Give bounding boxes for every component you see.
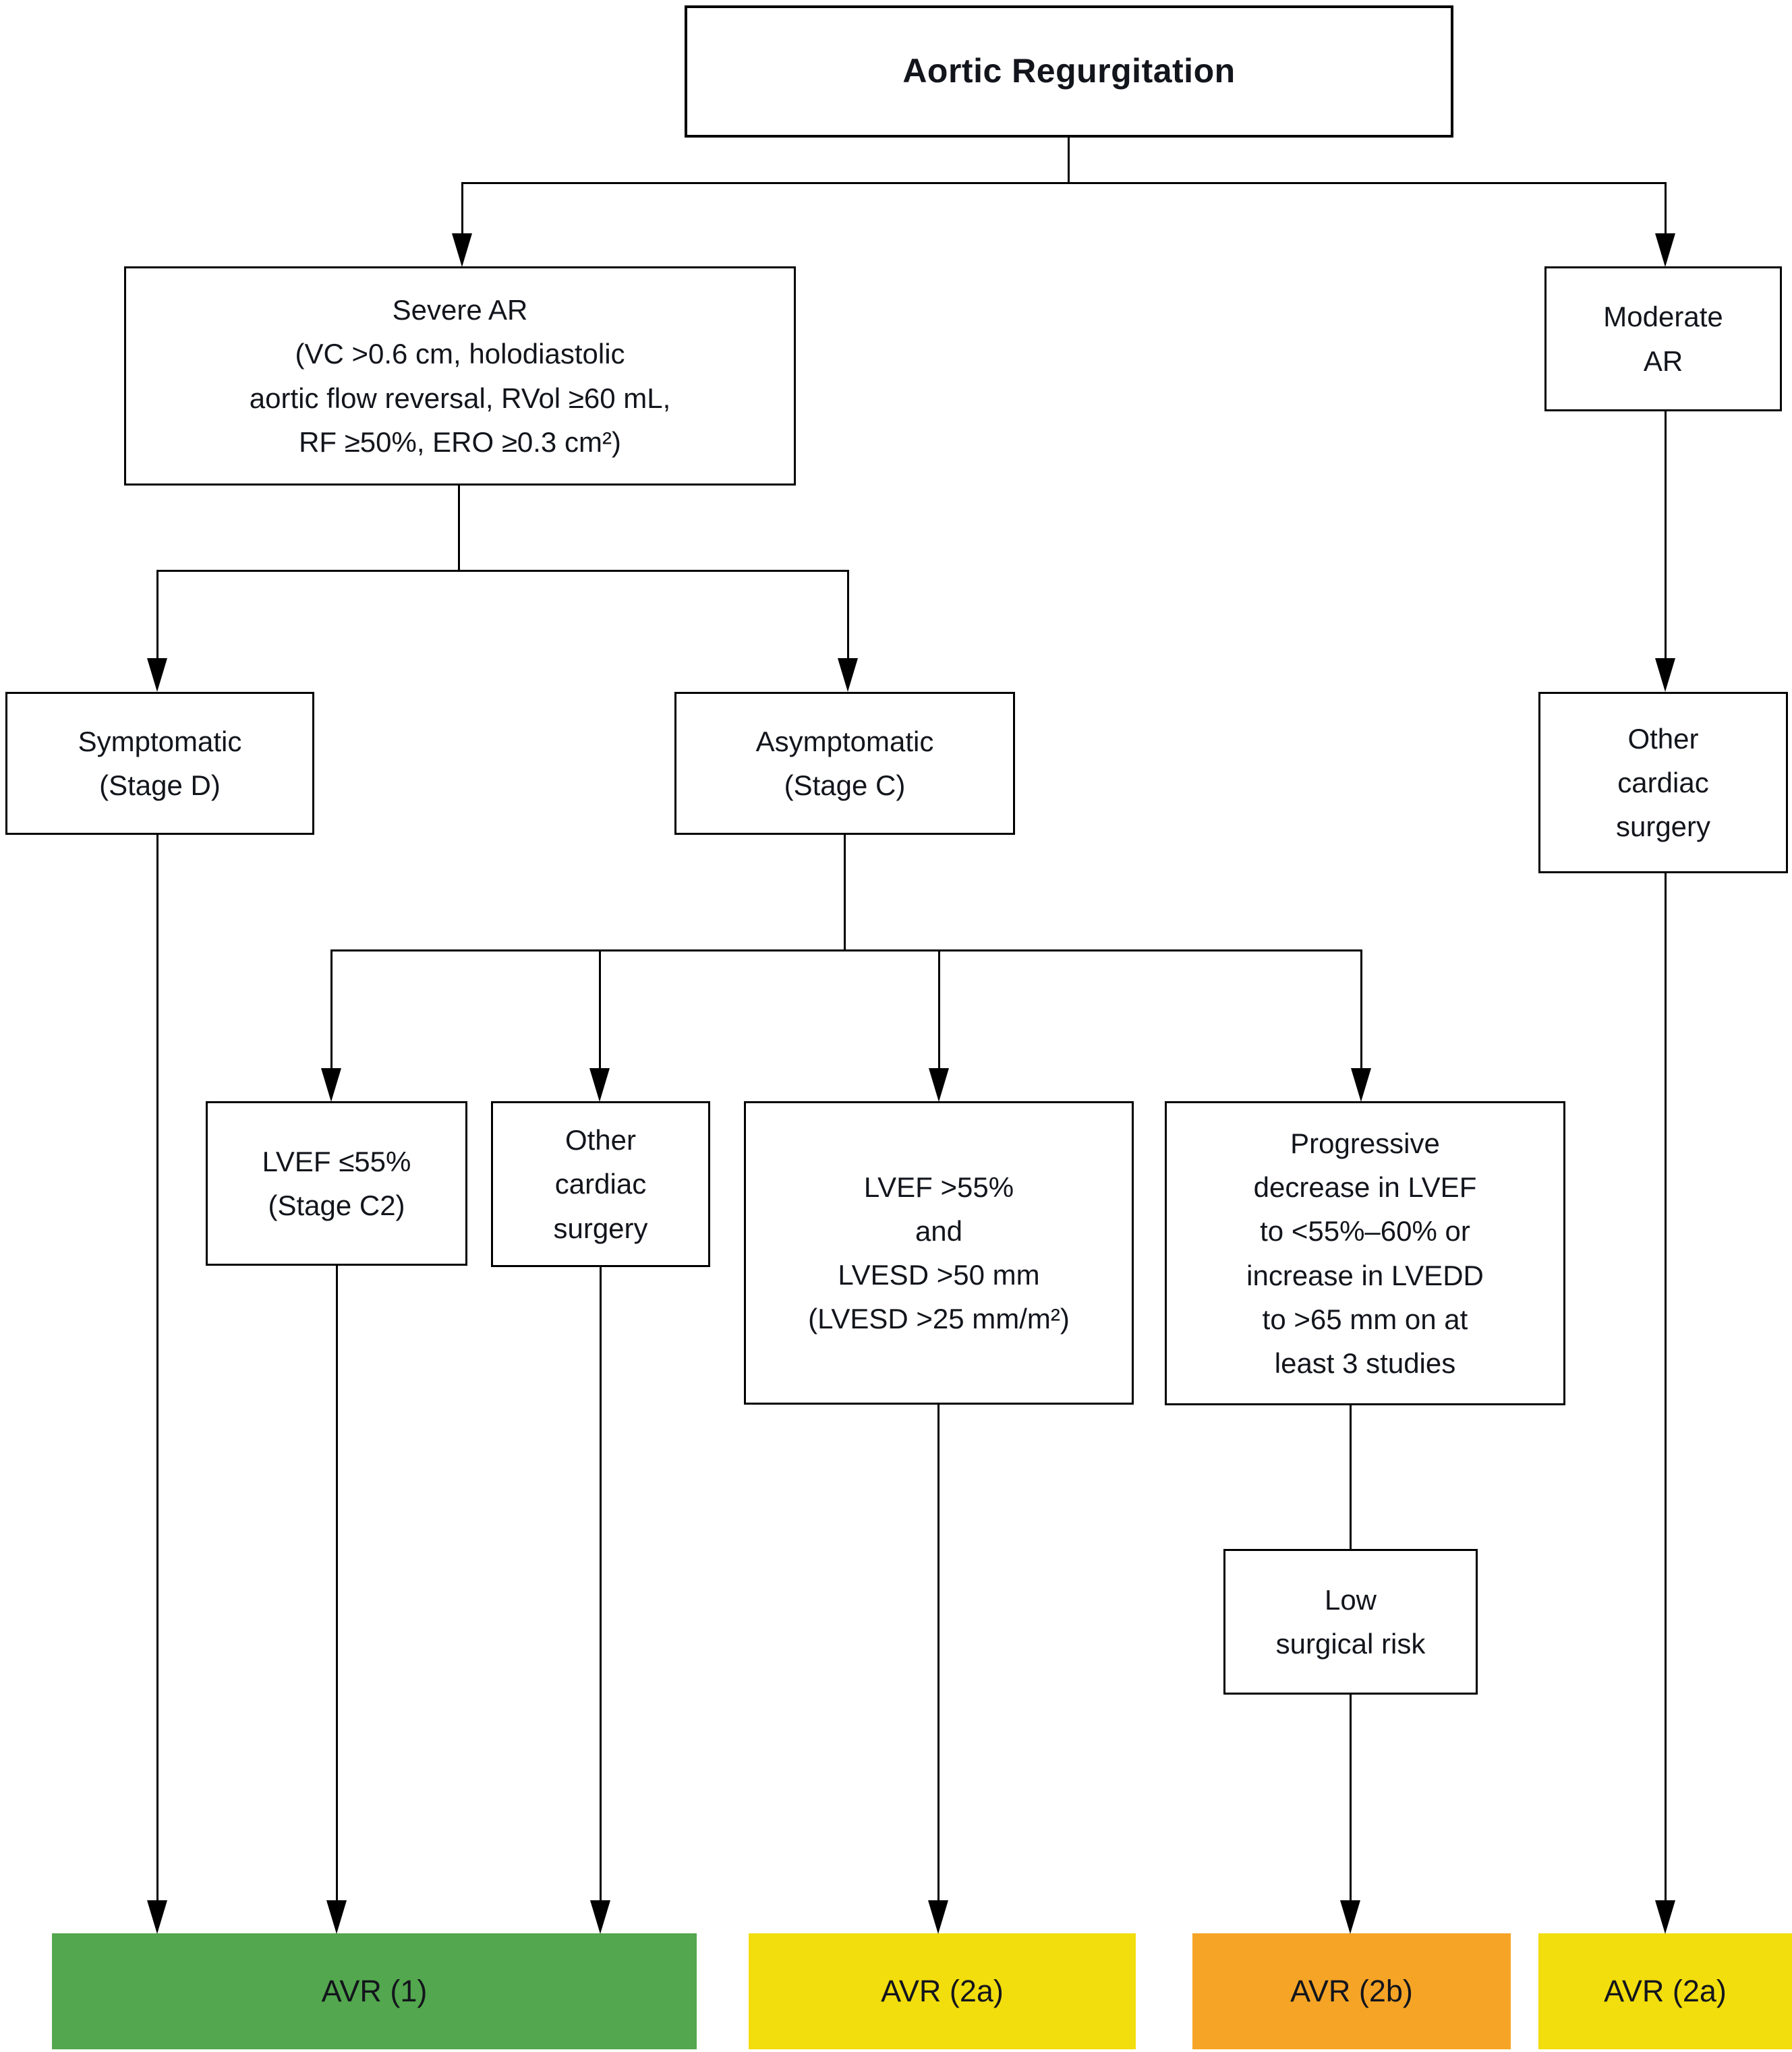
connector-lvef-gt55-to-avr2a bbox=[937, 1403, 940, 1902]
connector-split3-horizontal bbox=[330, 949, 1362, 951]
node-progressive-decline: Progressive decrease in LVEF to <55%–60%… bbox=[1165, 1101, 1565, 1405]
node-moderate-ar: Moderate AR bbox=[1544, 266, 1782, 411]
connector-split1-horizontal bbox=[461, 182, 1667, 184]
arrowhead-icon bbox=[452, 233, 472, 267]
node-symptomatic-stage-d: Symptomatic (Stage D) bbox=[5, 692, 314, 835]
node-lvef-gt55-lvesd: LVEF >55% and LVESD >50 mm (LVESD >25 mm… bbox=[744, 1101, 1134, 1405]
connector-title-stem bbox=[1068, 137, 1070, 184]
connector-symptomatic-to-avr1 bbox=[156, 833, 158, 1902]
connector-lowrisk-to-avr2b bbox=[1350, 1693, 1352, 1902]
connector-other-mid-to-avr1 bbox=[600, 1266, 602, 1902]
outcome-avr-2a-right: AVR (2a) bbox=[1538, 1933, 1792, 2049]
arrowhead-icon bbox=[326, 1900, 347, 1934]
arrowhead-icon bbox=[1655, 233, 1675, 267]
connector-drop-asymptomatic bbox=[847, 570, 849, 659]
connector-progressive-to-lowrisk bbox=[1350, 1404, 1352, 1549]
arrowhead-icon bbox=[321, 1068, 341, 1102]
connector-drop-progressive bbox=[1360, 949, 1362, 1069]
connector-lvef-le55-to-avr1 bbox=[336, 1264, 338, 1902]
outcome-avr-2b: AVR (2b) bbox=[1192, 1933, 1511, 2049]
node-other-cardiac-surgery-mid: Other cardiac surgery bbox=[491, 1101, 710, 1267]
arrowhead-icon bbox=[147, 658, 167, 692]
node-aortic-regurgitation: Aortic Regurgitation bbox=[685, 5, 1453, 138]
node-asymptomatic-stage-c: Asymptomatic (Stage C) bbox=[674, 692, 1015, 835]
arrowhead-icon bbox=[838, 658, 858, 692]
arrowhead-icon bbox=[928, 1900, 948, 1934]
outcome-avr-1: AVR (1) bbox=[52, 1933, 697, 2049]
node-other-cardiac-surgery-right: Other cardiac surgery bbox=[1538, 692, 1788, 873]
connector-drop-moderate bbox=[1665, 182, 1667, 236]
connector-split2-horizontal bbox=[156, 570, 849, 572]
arrowhead-icon bbox=[929, 1068, 949, 1102]
connector-drop-lvef-le55 bbox=[330, 949, 333, 1069]
connector-moderate-stem bbox=[1665, 410, 1667, 659]
arrowhead-icon bbox=[1351, 1068, 1371, 1102]
arrowhead-icon bbox=[147, 1900, 167, 1934]
connector-other-right-to-avr2a bbox=[1665, 872, 1667, 1902]
connector-asymptomatic-stem bbox=[844, 833, 846, 951]
connector-drop-other-mid bbox=[599, 949, 601, 1069]
outcome-avr-2a: AVR (2a) bbox=[749, 1933, 1136, 2049]
node-lvef-le55-stage-c2: LVEF ≤55% (Stage C2) bbox=[206, 1101, 467, 1266]
connector-drop-severe bbox=[461, 182, 463, 236]
connector-drop-lvef-gt55 bbox=[938, 949, 940, 1069]
arrowhead-icon bbox=[1655, 1900, 1675, 1934]
arrowhead-icon bbox=[1340, 1900, 1360, 1934]
connector-drop-symptomatic bbox=[156, 570, 158, 659]
node-low-surgical-risk: Low surgical risk bbox=[1223, 1549, 1478, 1695]
connector-severe-stem bbox=[458, 484, 460, 572]
node-severe-ar: Severe AR (VC >0.6 cm, holodiastolic aor… bbox=[124, 266, 796, 486]
arrowhead-icon bbox=[589, 1068, 610, 1102]
arrowhead-icon bbox=[590, 1900, 610, 1934]
arrowhead-icon bbox=[1655, 658, 1675, 692]
